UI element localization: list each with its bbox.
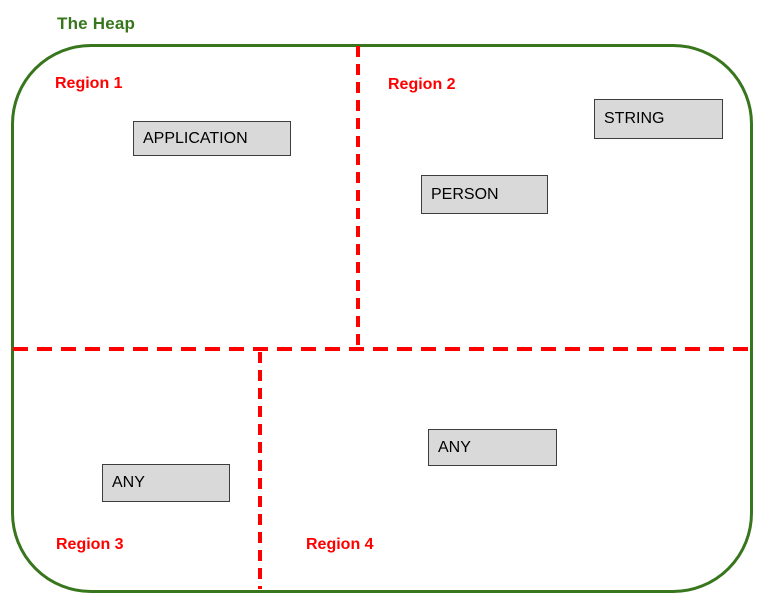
object-box-any-region3: ANY bbox=[102, 464, 230, 502]
heap-title: The Heap bbox=[57, 14, 136, 33]
object-box-string: STRING bbox=[594, 99, 723, 139]
object-box-person: PERSON bbox=[421, 175, 548, 214]
object-box-application: APPLICATION bbox=[133, 121, 291, 156]
region-2-label: Region 2 bbox=[388, 76, 456, 93]
region-3-label: Region 3 bbox=[56, 536, 124, 553]
region-1-label: Region 1 bbox=[55, 75, 123, 92]
heap-boundary-outline bbox=[11, 44, 753, 593]
region-4-label: Region 4 bbox=[306, 536, 374, 553]
object-box-any-region4: ANY bbox=[428, 429, 557, 466]
